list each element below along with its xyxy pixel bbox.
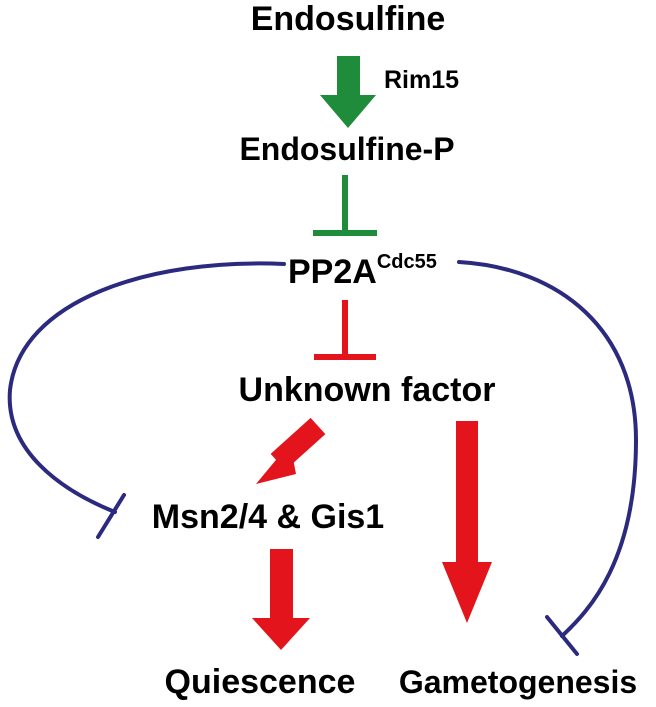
rim15-activation-arrow [320, 56, 376, 128]
msn-to-quiescence-arrow [252, 549, 310, 650]
pp2a-msn-inhibition-curve [7, 261, 286, 539]
rim15-label: Rim15 [384, 66, 459, 94]
unknown-to-msn-arrow [256, 417, 326, 484]
endosulfine-p-label: Endosulfine-P [239, 131, 454, 167]
pp2a-inhibition-bar [314, 300, 376, 360]
unknown-factor-label: Unknown factor [239, 371, 496, 409]
endosulfine-p-inhibition-bar [313, 175, 377, 236]
pp2a-gametogenesis-inhibition-curve [457, 260, 639, 656]
unknown-to-gametogenesis-arrow [442, 421, 492, 623]
endosulfine-label: Endosulfine [251, 0, 446, 38]
quiescence-label: Quiescence [165, 663, 356, 701]
msn-gis-label: Msn2/4 & Gis1 [152, 498, 384, 536]
pp2a-main-text: PP2A [288, 253, 377, 291]
pp2a-superscript: Cdc55 [377, 251, 437, 273]
gametogenesis-label: Gametogenesis [399, 664, 637, 700]
pp2a-label: PP2ACdc55 [288, 251, 437, 291]
